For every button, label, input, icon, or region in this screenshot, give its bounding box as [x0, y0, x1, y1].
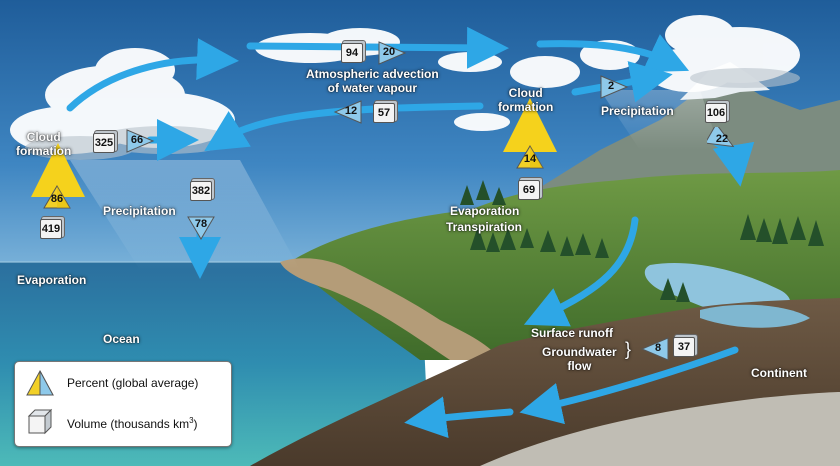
- evaporation-label-land: Evaporation: [450, 204, 520, 218]
- percent-triangle-ocean-precipitation: 78: [186, 215, 216, 241]
- groundwater-flow-label-line1: Groundwater: [542, 345, 617, 359]
- volume-cube-ocean-precipitation: 382: [190, 181, 212, 201]
- legend-row-percent: Percent (global average): [23, 366, 223, 400]
- legend-volume-label-text: Volume (thousands km: [67, 417, 190, 431]
- volume-cube-land-evaporation: 69: [518, 180, 540, 200]
- percent-ocean-evaporation-value: 86: [50, 193, 64, 205]
- ocean-label: Ocean: [103, 332, 140, 346]
- atmospheric-advection-label-line1: Atmospheric advection: [306, 67, 439, 81]
- percent-triangle-ocean-evaporation: 86: [42, 184, 72, 210]
- volume-cube-icon: [27, 408, 53, 435]
- atmospheric-advection-label: Atmospheric advection of water vapour: [306, 67, 439, 95]
- cloud-formation-label-ocean-line1: Cloud: [26, 130, 61, 144]
- percent-ocean-precipitation-value: 78: [194, 218, 208, 230]
- percent-triangle-return-advection: 12: [333, 99, 363, 125]
- percent-triangle-land-evaporation: 14: [515, 144, 545, 170]
- legend-volume-label-superscript: 3: [189, 416, 194, 425]
- percent-land-evaporation-value: 14: [523, 153, 537, 165]
- volume-cube-advection: 94: [341, 43, 363, 63]
- percent-advection-value: 20: [382, 46, 396, 58]
- volume-cube-land-precipitation: 106: [705, 103, 727, 123]
- percent-triangle-runoff: 8: [640, 336, 670, 362]
- cloud-formation-label-land-line1: Cloud: [508, 86, 543, 100]
- groundwater-flow-label: Groundwater flow: [542, 345, 617, 373]
- groundwater-flow-label-line2: flow: [567, 359, 592, 373]
- surface-runoff-label: Surface runoff: [531, 326, 614, 340]
- percent-triangle-ocean-cloud: 66: [125, 128, 155, 154]
- legend-volume-label: Volume (thousands km3): [67, 416, 198, 431]
- transpiration-label: Transpiration: [446, 220, 523, 234]
- legend-percent-label: Percent (global average): [67, 376, 199, 390]
- percent-triangle-land-precipitation: 22: [707, 127, 737, 153]
- legend-volume-label-suffix: ): [193, 417, 198, 431]
- precipitation-label-land: Precipitation: [601, 104, 674, 118]
- percent-triangle-land-cloud: 2: [599, 74, 629, 100]
- percent-land-precipitation-value: 22: [715, 133, 729, 145]
- percent-ocean-cloud-value: 66: [130, 134, 144, 146]
- evaporation-label-ocean: Evaporation: [17, 273, 87, 287]
- atmospheric-advection-label-line2: of water vapour: [327, 81, 418, 95]
- cloud-formation-label-ocean-line2: formation: [16, 144, 72, 158]
- legend-row-volume: Volume (thousands km3): [23, 406, 223, 440]
- precipitation-label-ocean: Precipitation: [103, 204, 176, 218]
- cloud-formation-label-land-line2: formation: [498, 100, 554, 114]
- volume-cube-return-advection: 57: [373, 103, 395, 123]
- volume-cube-ocean-cloud: 325: [93, 133, 115, 153]
- percent-triangle-icon: [26, 369, 54, 396]
- legend: Percent (global average) Volume (thousan…: [14, 361, 232, 447]
- percent-runoff-value: 8: [654, 342, 662, 354]
- cloud-formation-label-ocean: Cloud formation: [16, 130, 71, 158]
- brace-glyph: }: [625, 339, 632, 359]
- percent-triangle-advection: 20: [377, 40, 407, 66]
- cloud-formation-label-land: Cloud formation: [498, 86, 553, 114]
- continent-label: Continent: [751, 366, 807, 380]
- percent-land-cloud-value: 2: [607, 80, 615, 92]
- volume-cube-runoff: 37: [673, 337, 695, 357]
- volume-cube-ocean-evaporation: 419: [40, 219, 62, 239]
- percent-return-advection-value: 12: [344, 105, 358, 117]
